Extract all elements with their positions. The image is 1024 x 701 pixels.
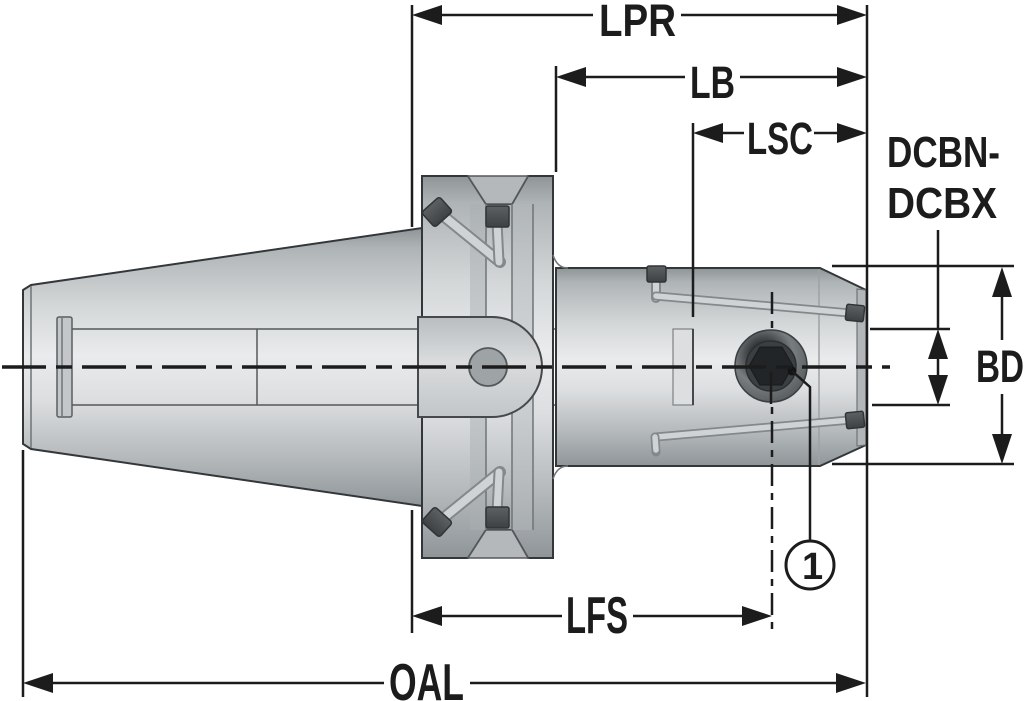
coolant-plug-groove-icon: [485, 506, 510, 529]
body-coolant-bottom: [650, 410, 866, 457]
lpr-label: LPR: [599, 0, 676, 46]
tool-holder-body-group: [22, 175, 867, 630]
coolant-cap-icon: [646, 265, 667, 283]
callout-number: 1: [802, 546, 823, 588]
flange-body-fillet-top: [552, 254, 569, 269]
dimension-oal: OAL: [23, 654, 866, 701]
dimension-lfs: LFS: [412, 587, 772, 645]
bd-label: BD: [976, 341, 1024, 392]
callout-circle: [784, 539, 836, 591]
dimension-lpr: LPR: [412, 0, 867, 46]
coolant-plug-angled-icon: [421, 507, 453, 537]
dimension-bd: BD: [976, 267, 1024, 464]
set-screw: [734, 292, 808, 630]
lb-label: LB: [690, 57, 735, 108]
dcbn-label-line2: DCBX: [887, 179, 997, 228]
coolant-plug-nose-icon: [844, 303, 866, 323]
extension-lines: [21, 5, 1014, 697]
dimension-dcbn-dcbx: DCBN- DCBX: [887, 128, 1000, 405]
oal-label: OAL: [389, 654, 464, 701]
dcbn-label-line1: DCBN-: [887, 128, 1000, 177]
coolant-plug-groove-icon: [485, 205, 510, 228]
callout-1: 1: [784, 370, 836, 591]
coolant-plug-nose-icon: [844, 410, 866, 430]
coolant-plug-angled-icon: [421, 197, 453, 227]
flange-coolant-bottom: [421, 466, 510, 537]
flange-coolant-top: [421, 197, 510, 268]
dimension-lb: LB: [556, 57, 867, 108]
dimension-lsc: LSC: [693, 113, 867, 164]
body-coolant-top: [646, 265, 866, 323]
lsc-label: LSC: [747, 113, 813, 164]
lfs-label: LFS: [566, 587, 628, 645]
flange-body-fillet-bottom: [552, 465, 569, 480]
